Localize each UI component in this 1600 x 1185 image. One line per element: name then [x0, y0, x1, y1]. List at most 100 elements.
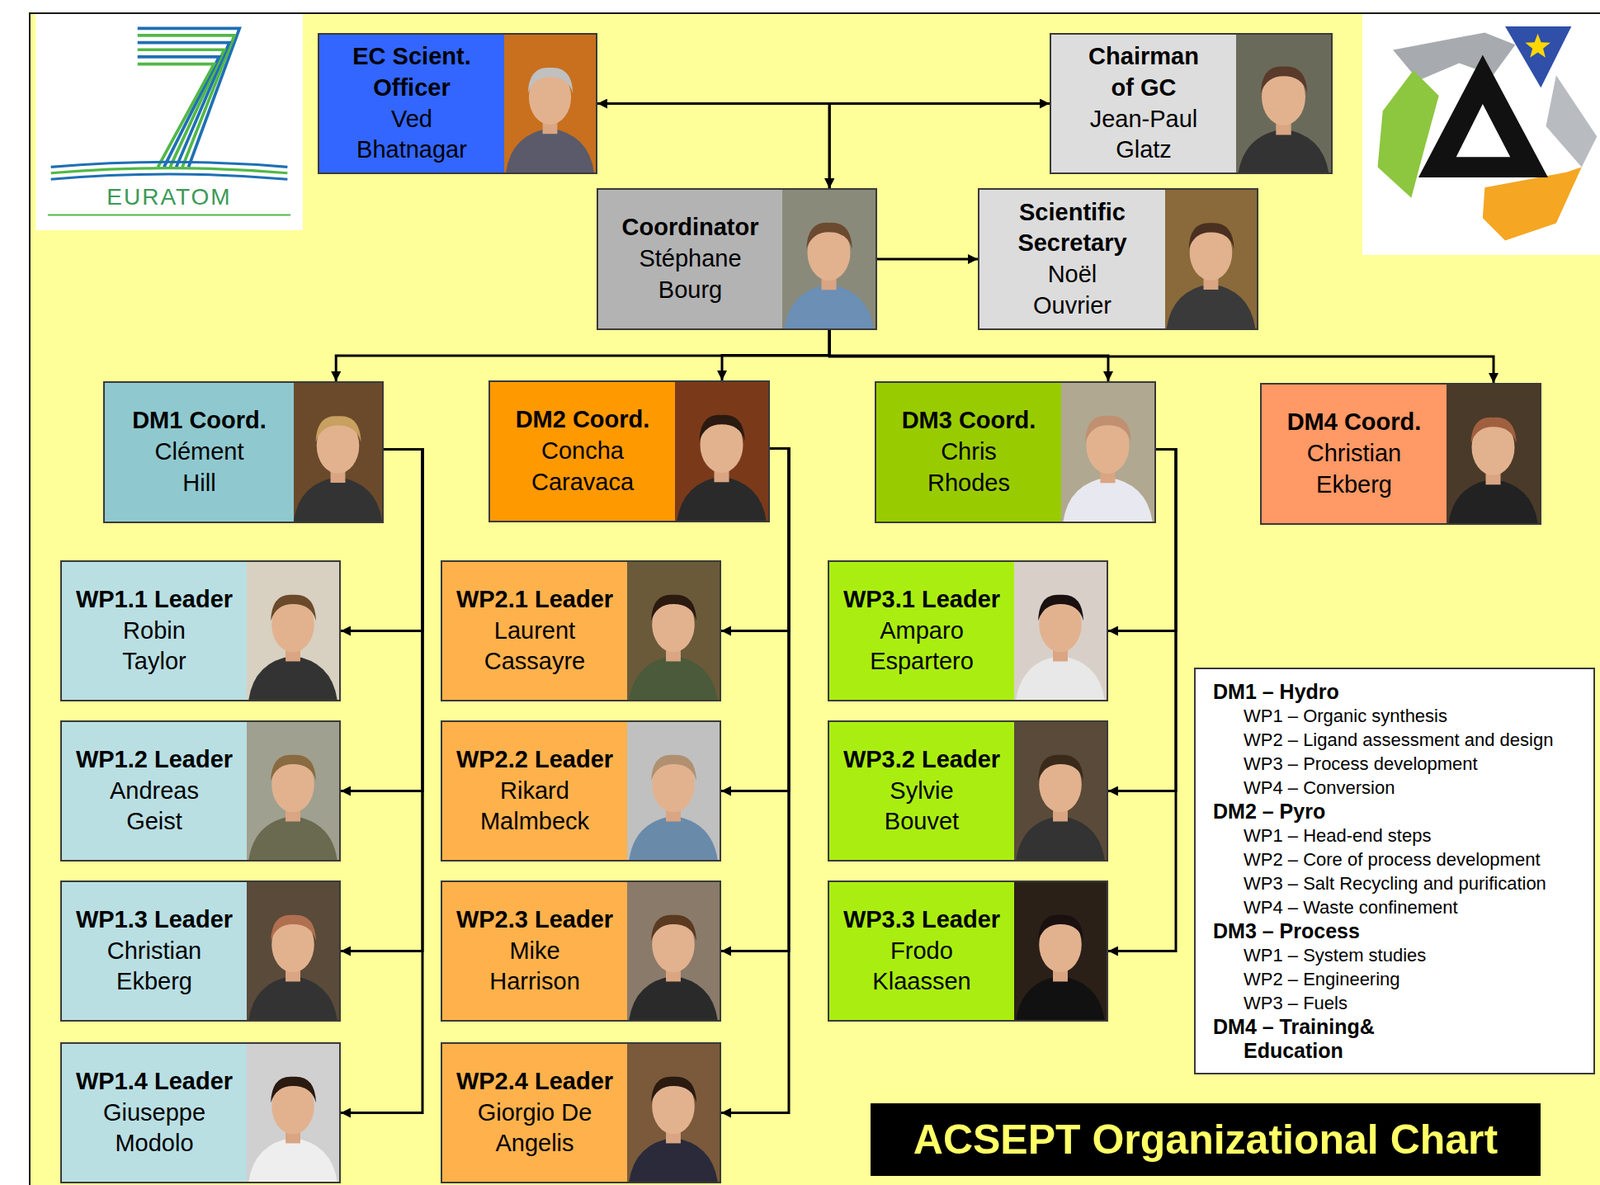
person-name: Giuseppe Modolo: [103, 1097, 206, 1160]
connector-arrow: [597, 103, 830, 189]
role-title: EC Scient. Officer: [325, 41, 498, 104]
photo-ground: [293, 382, 383, 522]
logo-stripe: [137, 64, 215, 168]
role-text-area: WP1.4 LeaderGiuseppe Modolo: [61, 1043, 247, 1182]
photo-ground: [627, 561, 720, 700]
portrait-photo: [1014, 882, 1107, 1020]
photo-hair: [1189, 222, 1235, 250]
portrait: [627, 561, 720, 700]
photo-shoulders: [628, 656, 718, 700]
photo-hair: [270, 915, 317, 942]
chart-title: ACSEPT Organizational Chart: [913, 1115, 1498, 1164]
role-box: Scientific SecretaryNoël Ouvrier: [977, 188, 1259, 331]
photo-shoulders: [1062, 477, 1152, 522]
portrait: [1236, 34, 1331, 173]
person-name: Noël Ouvrier: [1033, 259, 1112, 321]
portrait: [1014, 561, 1107, 700]
portrait-photo: [1014, 561, 1107, 700]
portrait-photo: [246, 1043, 340, 1182]
person-name: Clément Hill: [155, 436, 245, 499]
recycle-arrow: [1482, 167, 1582, 241]
legend-heading: DM2 – Pyro: [1212, 799, 1586, 824]
logo-stripe: [137, 28, 241, 167]
role-box: WP1.2 LeaderAndreas Geist: [60, 720, 341, 862]
role-title: WP2.4 Leader: [456, 1066, 614, 1098]
legend-entry: WP4 – Conversion: [1212, 775, 1586, 800]
recycle-arrow: [1545, 75, 1597, 167]
person-name: Mike Harrison: [489, 935, 581, 998]
connector-arrow: [829, 330, 1494, 383]
photo-hair: [270, 1076, 317, 1104]
photo-shoulders: [248, 1137, 338, 1182]
photo-ground: [782, 189, 876, 329]
role-box: WP2.1 LeaderLaurent Cassayre: [440, 560, 722, 702]
photo-ground: [246, 882, 340, 1020]
role-title: Chairman of GC: [1081, 41, 1206, 104]
role-box: DM4 Coord.Christian Ekberg: [1260, 382, 1542, 525]
role-box: EC Scient. OfficerVed Bhatnagar: [317, 33, 598, 175]
portrait: [1061, 382, 1155, 522]
portrait: [1446, 384, 1540, 524]
photo-shoulders: [248, 816, 338, 860]
role-text-area: EC Scient. OfficerVed Bhatnagar: [319, 34, 505, 173]
acsept-logo: [1362, 14, 1600, 255]
photo-ground: [674, 382, 769, 521]
logo-rule: [47, 214, 291, 217]
role-title: DM4 Coord.: [1287, 406, 1422, 439]
photo-shoulders: [628, 1137, 718, 1182]
role-box: DM3 Coord.Chris Rhodes: [874, 381, 1157, 524]
role-title: DM2 Coord.: [515, 404, 651, 436]
photo-ground: [246, 1043, 340, 1182]
photo-hair: [806, 222, 852, 250]
photo-hair: [528, 67, 574, 94]
role-text-area: DM4 Coord.Christian Ekberg: [1261, 384, 1447, 524]
logo-curve: [51, 168, 288, 174]
photo-shoulders: [783, 284, 874, 329]
photo-hair: [651, 594, 697, 622]
logo-star: [1524, 33, 1551, 58]
portrait: [246, 882, 340, 1020]
photo-shoulders: [248, 976, 338, 1020]
legend-heading: DM1 – Hydro: [1212, 679, 1586, 704]
photo-shoulders: [1015, 976, 1105, 1020]
role-text-area: DM3 Coord.Chris Rhodes: [876, 382, 1062, 522]
title-box: ACSEPT Organizational Chart: [870, 1103, 1541, 1176]
person-name: Ved Bhatnagar: [356, 103, 468, 166]
person-name: Sylvie Bouvet: [884, 775, 959, 838]
role-box: DM2 Coord.Concha Caravaca: [488, 380, 770, 523]
role-text-area: WP3.2 LeaderSylvie Bouvet: [829, 722, 1015, 860]
role-text-area: WP2.2 LeaderRikard Malmbeck: [442, 722, 628, 860]
connector-arrow: [340, 449, 423, 952]
photo-hair: [1038, 915, 1084, 942]
connector-arrow: [829, 103, 1050, 189]
role-title: WP1.1 Leader: [75, 584, 233, 616]
photo-shoulders: [248, 656, 338, 700]
photo-ground: [504, 34, 596, 173]
portrait: [674, 382, 769, 521]
photo-ground: [627, 1043, 720, 1182]
role-text-area: DM2 Coord.Concha Caravaca: [490, 382, 675, 521]
role-title: WP2.2 Leader: [456, 744, 614, 776]
role-title: Scientific Secretary: [986, 197, 1159, 260]
legend-entry: WP4 – Waste confinement: [1212, 895, 1586, 920]
role-text-area: WP1.3 LeaderChristian Ekberg: [61, 882, 247, 1020]
portrait: [1014, 722, 1107, 860]
portrait-photo: [1165, 189, 1257, 329]
portrait-photo: [782, 189, 876, 329]
connector-arrow: [721, 448, 789, 952]
role-box: WP2.3 LeaderMike Harrison: [440, 880, 722, 1022]
photo-hair: [1470, 417, 1516, 444]
person-name: Giorgio De Angelis: [472, 1097, 597, 1160]
person-name: Chris Rhodes: [927, 436, 1011, 499]
role-text-area: WP3.1 LeaderAmparo Espartero: [829, 561, 1015, 700]
photo-shoulders: [505, 128, 595, 173]
role-title: WP2.1 Leader: [456, 584, 614, 616]
role-text-area: CoordinatorStéphane Bourg: [598, 189, 783, 329]
portrait-photo: [1061, 382, 1155, 522]
role-title: WP3.1 Leader: [843, 584, 1001, 616]
legend-heading: DM3 – Process: [1212, 919, 1586, 944]
photo-shoulders: [1015, 656, 1105, 700]
photo-ground: [1446, 384, 1540, 524]
role-box: Chairman of GCJean-Paul Glatz: [1049, 33, 1333, 175]
role-text-area: WP3.3 LeaderFrodo Klaassen: [829, 882, 1015, 1020]
